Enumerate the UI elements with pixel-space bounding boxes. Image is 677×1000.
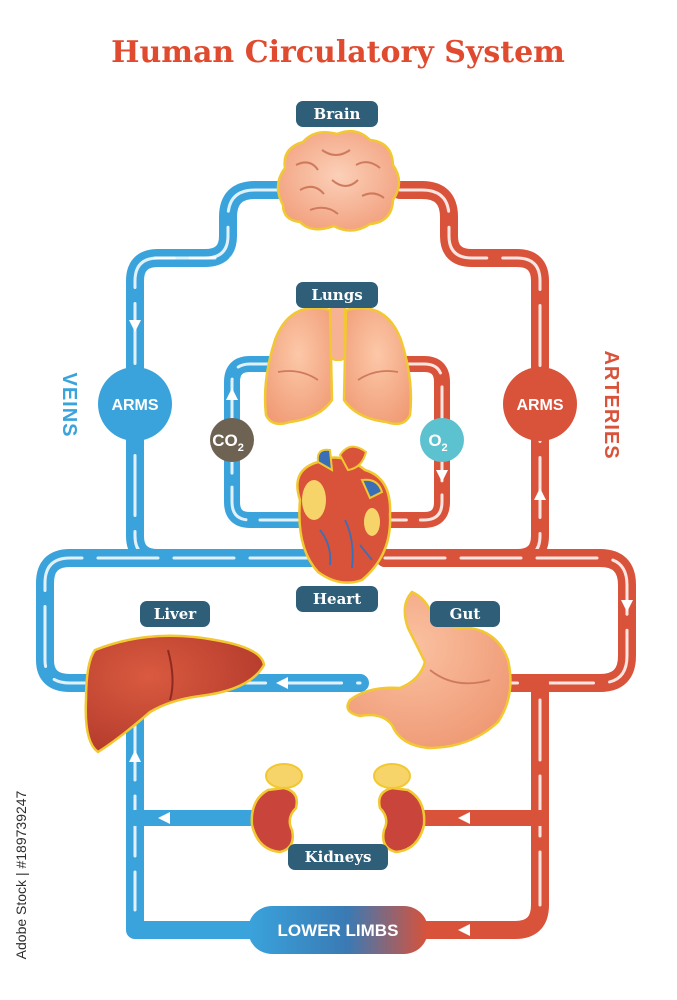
veins-label: VEINS: [58, 372, 80, 437]
co2-sub: 2: [238, 442, 244, 454]
svg-text:CO2: CO2: [212, 431, 244, 454]
liver-label-text: Liver: [154, 605, 198, 623]
vein-lower-trunk: [126, 691, 264, 939]
arrow-vein-liver: [276, 677, 288, 689]
co2-text: CO: [212, 431, 238, 450]
arrow-artery-top: [420, 252, 432, 264]
brain-illustration: [276, 129, 401, 232]
arrow-lung-vein: [226, 388, 238, 400]
svg-text:O2: O2: [428, 431, 447, 454]
arrow-artery-right-down: [621, 600, 633, 612]
brain-label-text: Brain: [314, 105, 361, 123]
co2-node: CO2: [210, 418, 254, 462]
arms-right-node: ARMS: [503, 367, 577, 441]
gut-label: Gut: [430, 601, 500, 627]
arrow-vein-top: [248, 252, 260, 264]
stock-credit: Adobe Stock | #189739247: [13, 790, 29, 959]
arrow-artery-limb: [458, 924, 470, 936]
arteries-label: ARTERIES: [600, 350, 622, 459]
gut-illustration: [346, 590, 512, 750]
arrow-artery-right-up: [534, 488, 546, 500]
liver-illustration: [84, 634, 266, 754]
heart-illustration: [296, 445, 392, 584]
brain-label: Brain: [296, 101, 378, 127]
arms-left-node: ARMS: [98, 367, 172, 441]
kidneys-label: Kidneys: [288, 844, 388, 870]
vessels: [36, 181, 636, 939]
arms-right-text: ARMS: [516, 397, 563, 414]
arrow-vein-kidney: [158, 812, 170, 824]
o2-node: O2: [420, 418, 464, 462]
lungs-label-text: Lungs: [311, 286, 362, 304]
o2-sub: 2: [442, 442, 448, 454]
liver-label: Liver: [140, 601, 210, 627]
lungs-illustration: [263, 299, 413, 426]
lower-limbs-node: LOWER LIMBS: [248, 906, 428, 954]
arrow-lung-artery: [436, 470, 448, 482]
arms-left-text: ARMS: [111, 397, 158, 414]
gut-label-text: Gut: [450, 605, 481, 623]
flow-arrows: [129, 252, 633, 936]
page-title: Human Circulatory System: [111, 35, 565, 70]
lungs-label: Lungs: [296, 282, 378, 308]
o2-text: O: [428, 431, 441, 450]
heart-label-text: Heart: [313, 590, 361, 608]
lower-limbs-text: LOWER LIMBS: [278, 921, 399, 940]
kidneys-label-text: Kidneys: [305, 848, 372, 866]
heart-label: Heart: [296, 586, 378, 612]
arrow-artery-kidney: [458, 812, 470, 824]
arrow-vein-lower-up: [129, 750, 141, 762]
kidneys-illustration: [250, 763, 426, 854]
arrow-vein-left-down: [129, 320, 141, 332]
